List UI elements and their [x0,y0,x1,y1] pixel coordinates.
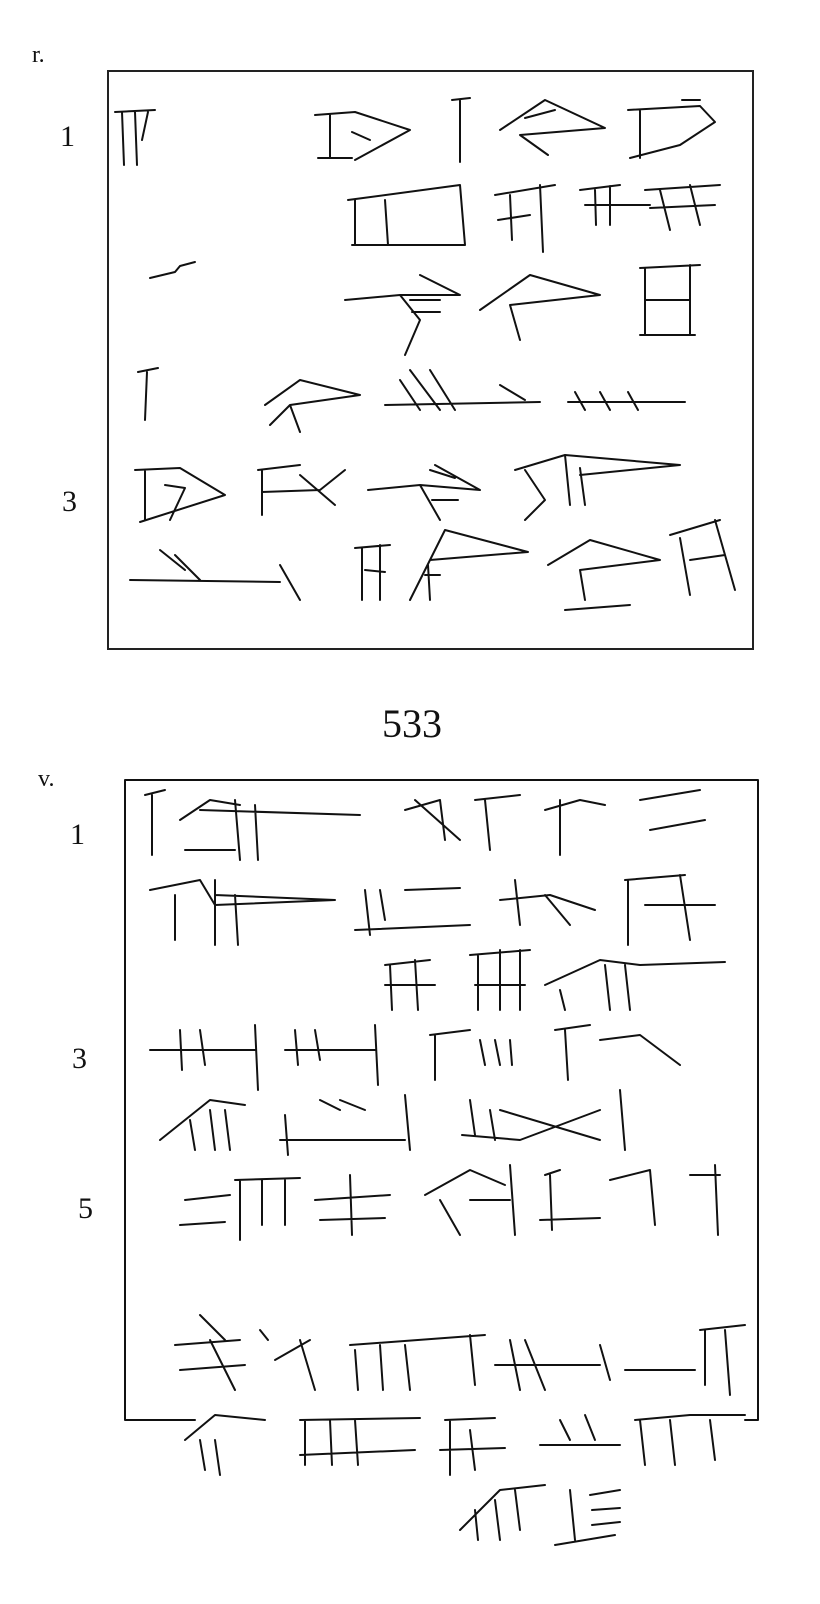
reverse-line-6-signs [179,1164,721,1241]
obverse-line-3-signs [344,264,701,356]
obverse-side-label: r. [32,42,45,68]
reverse-line-4-signs [149,1024,681,1091]
reverse-line-8-signs [184,1414,746,1476]
reverse-line-number-5: 5 [78,1192,93,1225]
obverse-line-number-3: 3 [62,485,77,518]
reverse-line-1-signs [144,789,706,861]
obverse-line-6-signs [129,519,736,611]
tablet-number: 533 [382,701,442,746]
obverse-line-5-signs [134,454,681,523]
reverse-line-7-signs [174,1314,746,1396]
obverse-line-4-signs [137,367,686,433]
reverse-line-3-signs [384,949,726,1011]
obverse-line-1-signs [114,97,716,166]
reverse-line-2-signs [149,874,716,946]
obverse-line-2-mark [149,261,196,279]
reverse-line-number-1: 1 [70,818,85,851]
obverse-tablet-frame [107,70,754,650]
reverse-line-5-signs [159,1089,626,1156]
obverse-line-number-1: 1 [60,120,75,153]
obverse-line-2-signs [347,184,721,253]
reverse-tablet-frame [124,779,759,1421]
reverse-line-9-signs [459,1484,621,1546]
reverse-line-number-3: 3 [72,1042,87,1075]
reverse-side-label: v. [38,766,55,792]
